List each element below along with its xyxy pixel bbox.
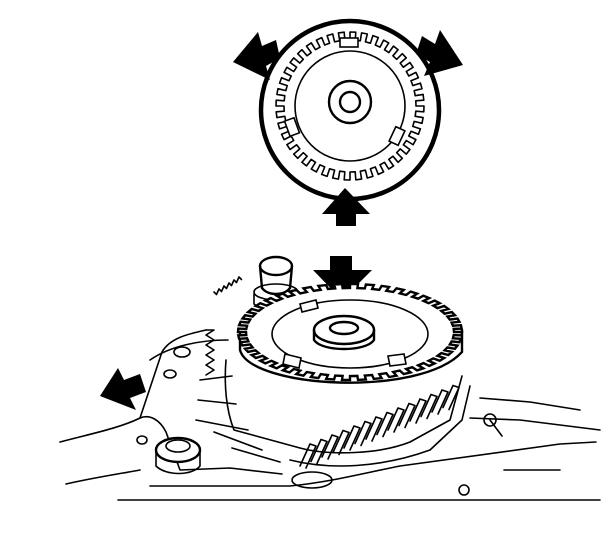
- flange-hole-3: [136, 435, 148, 445]
- casting-outline-left: [59, 329, 207, 485]
- gear-tooth: [398, 402, 416, 429]
- gear-tooth: [343, 425, 361, 451]
- flange-hole-1: [173, 346, 191, 358]
- ring-inner: [271, 299, 429, 369]
- arrow-icon: [313, 256, 372, 300]
- casting-flange: [139, 339, 283, 475]
- gear-tooth: [299, 443, 317, 469]
- reluctor-ring-detail: [258, 18, 442, 202]
- rotation-arrow-left: [233, 32, 280, 80]
- gear-tooth: [365, 416, 383, 442]
- bottom-up-arrow: [322, 188, 370, 226]
- gear-tooth: [420, 393, 438, 420]
- ring-tab-top: [339, 37, 359, 48]
- side-gear: [205, 276, 243, 376]
- gear-tooth: [409, 398, 427, 424]
- ring-tab-1: [282, 353, 302, 369]
- rotation-arrow-right: [416, 30, 463, 76]
- ring-tab-left: [283, 116, 301, 138]
- flange-hole-2: [163, 369, 177, 379]
- housing-tower: [224, 359, 463, 454]
- tone-ring-teeth: [275, 31, 425, 181]
- lower-right-hole: [458, 484, 470, 496]
- arrow-icon: [100, 368, 146, 410]
- assembly-tone-ring: [236, 282, 464, 384]
- drive-gear-teeth: [299, 384, 460, 469]
- arrow-icon: [416, 30, 463, 76]
- gear-tooth: [310, 438, 328, 465]
- hub-outer: [327, 79, 373, 125]
- arrow-icon: [322, 188, 370, 226]
- gear-tooth: [354, 420, 372, 447]
- base-right-edge: [469, 397, 601, 471]
- right-bolt-hole: [483, 413, 497, 427]
- tower-shading: [195, 375, 281, 463]
- tone-ring-inner: [294, 50, 406, 162]
- down-arrow-to-ring: [313, 256, 372, 300]
- gear-tooth: [332, 429, 350, 456]
- arrow-icon: [233, 32, 280, 80]
- gear-tooth: [376, 411, 394, 438]
- ring-tab-right: [388, 125, 406, 147]
- gear-tooth: [321, 434, 339, 460]
- left-flange-arrow: [100, 368, 146, 410]
- gear-tooth: [387, 407, 405, 433]
- ring-side: [238, 328, 464, 384]
- ring-tab-2: [387, 353, 407, 367]
- ring-tab-3: [299, 299, 319, 313]
- gear-tooth: [431, 389, 449, 415]
- gear-tooth: [442, 384, 460, 411]
- housing-assembly: [59, 255, 601, 501]
- hub-bore: [338, 90, 362, 114]
- lower-boss: [154, 436, 333, 489]
- base-plate: [117, 441, 601, 501]
